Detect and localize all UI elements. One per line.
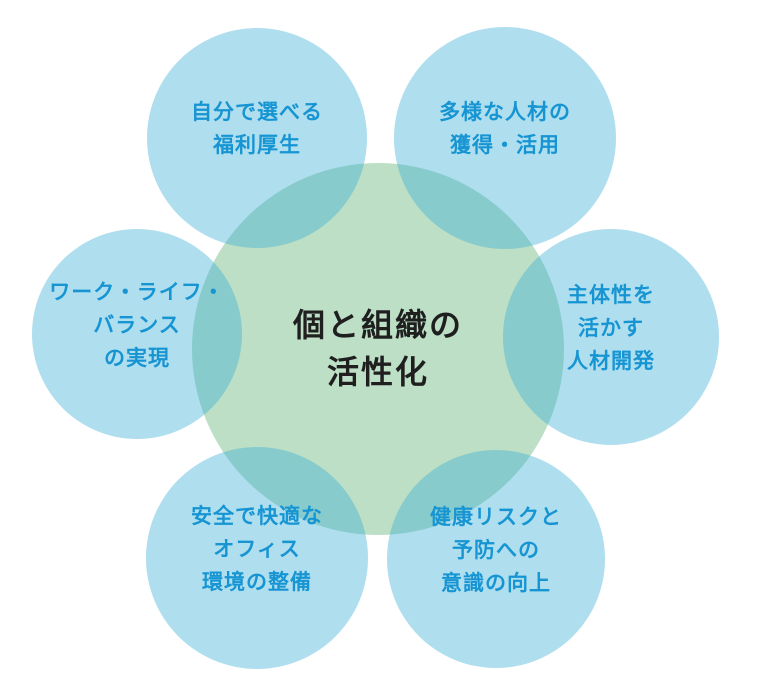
satellite-label-office-environment: 安全で快適な オフィス 環境の整備 (191, 500, 323, 599)
satellite-label-work-life-balance: ワーク・ライフ・ バランス の実現 (49, 276, 225, 375)
satellite-label-talent-development: 主体性を 活かす 人材開発 (567, 279, 655, 378)
satellite-label-line: 意識の向上 (441, 571, 551, 595)
satellite-label-line: 環境の整備 (202, 570, 312, 594)
satellite-label-line: バランス (93, 313, 181, 337)
satellite-circle-diverse-talent: 多様な人材の 獲得・活用 (394, 27, 616, 249)
satellite-circle-talent-development: 主体性を 活かす 人材開発 (503, 229, 719, 445)
satellite-label-line: 予防への (452, 538, 540, 562)
satellite-label-line: 健康リスクと (430, 505, 562, 529)
satellite-label-line: の実現 (104, 346, 170, 370)
center-label: 個と組織の 活性化 (293, 302, 463, 396)
satellite-label-line: 人材開発 (567, 349, 655, 373)
satellite-label-line: 多様な人材の (439, 101, 571, 124)
satellite-label-line: 主体性を (567, 283, 655, 307)
satellite-label-line: 獲得・活用 (450, 134, 560, 157)
satellite-label-diverse-talent: 多様な人材の 獲得・活用 (439, 96, 571, 162)
satellite-label-selectable-benefits: 自分で選べる 福利厚生 (191, 96, 323, 162)
satellite-label-line: 活かす (578, 316, 644, 340)
satellite-circle-health-risk-awareness: 健康リスクと 予防への 意識の向上 (387, 450, 605, 668)
satellite-label-line: オフィス (213, 537, 301, 561)
satellite-label-line: 安全で快適な (191, 504, 323, 528)
center-label-line: 活性化 (326, 354, 429, 390)
center-label-line: 個と組織の (292, 307, 463, 343)
satellite-label-health-risk-awareness: 健康リスクと 予防への 意識の向上 (430, 501, 562, 600)
satellite-label-line: 自分で選べる (191, 101, 323, 124)
satellite-circle-selectable-benefits: 自分で選べる 福利厚生 (147, 28, 367, 248)
satellite-circle-office-environment: 安全で快適な オフィス 環境の整備 (146, 447, 368, 669)
center-circle: 個と組織の 活性化 (192, 163, 564, 535)
satellite-label-line: 福利厚生 (213, 134, 301, 157)
satellite-circle-work-life-balance: ワーク・ライフ・ バランス の実現 (32, 229, 242, 439)
satellite-label-line: ワーク・ライフ・ (49, 280, 225, 304)
